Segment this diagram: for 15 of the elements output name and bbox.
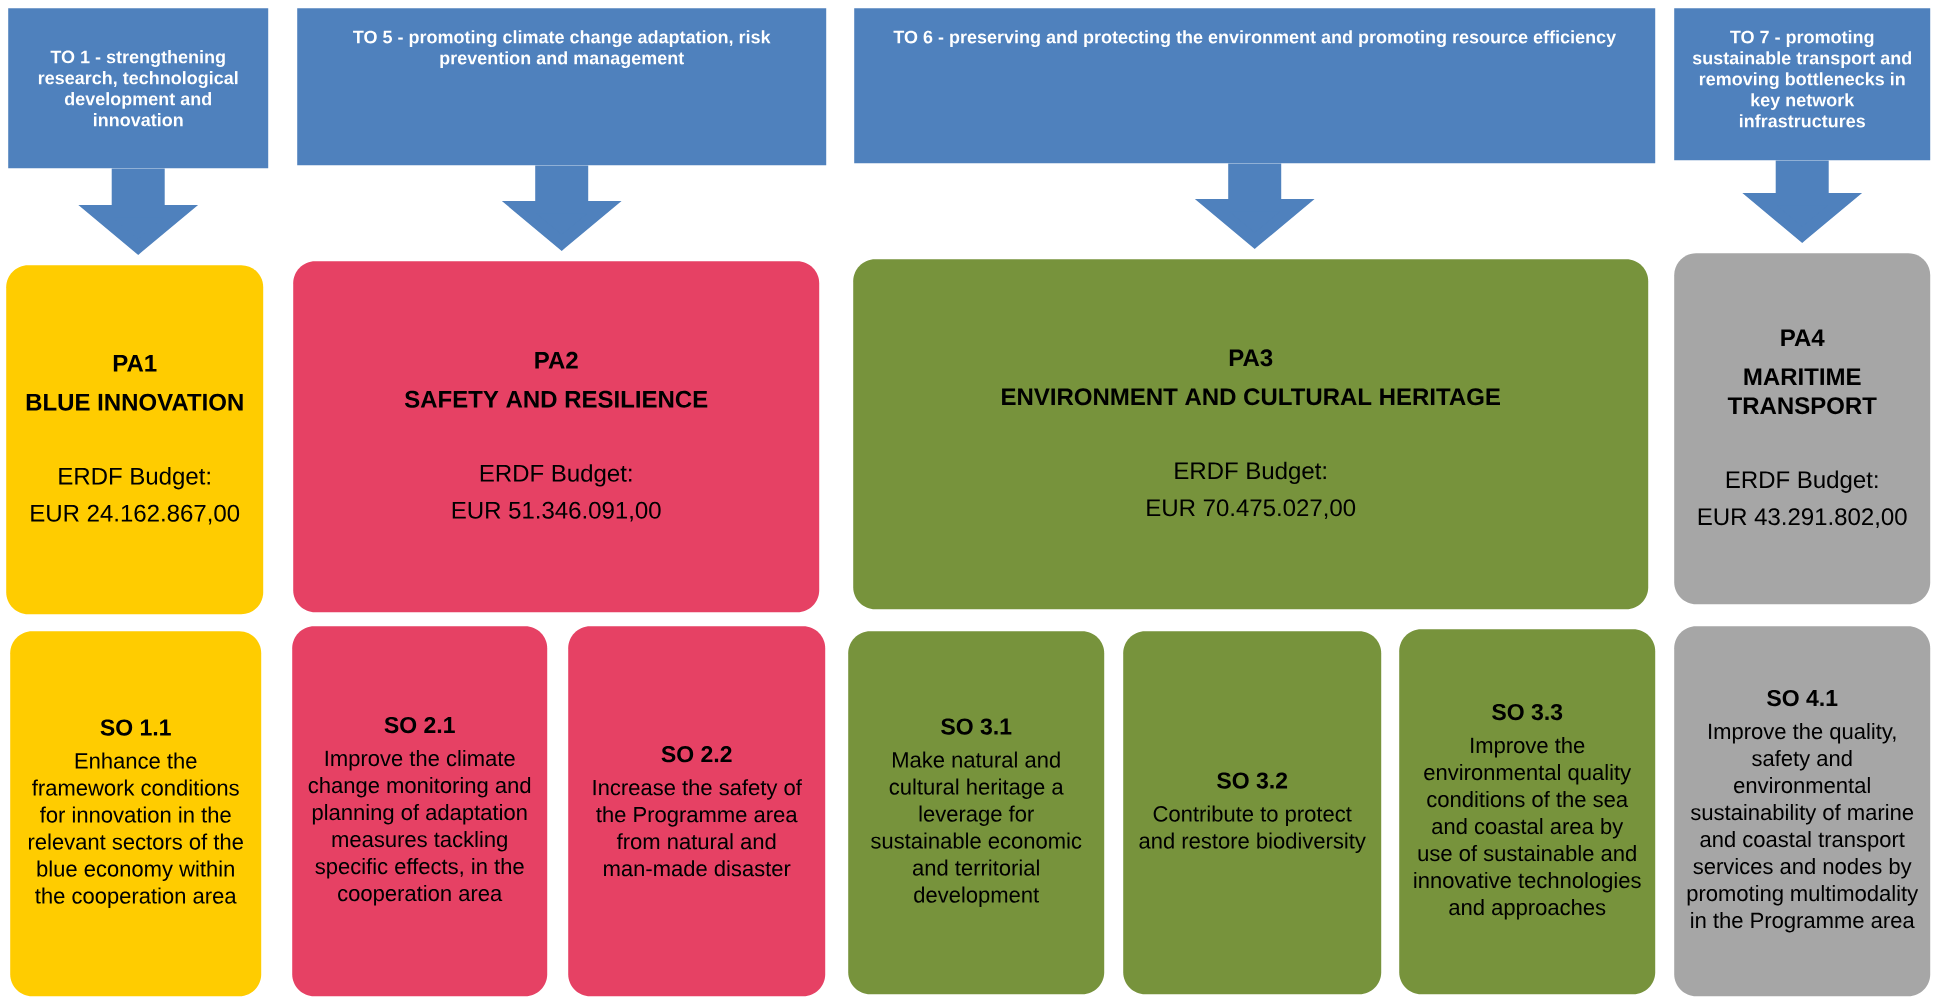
objective-box: SO 2.1 Improve the climate change monitoring and planning of adaptation measures tackling specific effects, in the cooperation area xyxy=(292,626,548,997)
header-box: TO 7 - promoting sustainable transport and removing bottlenecks in key network infrastructures xyxy=(1674,8,1931,161)
header-box: TO 5 - promoting climate change adaptation, risk prevention and management xyxy=(297,8,827,166)
objective-box: SO 4.1 Improve the quality, safety and environmental sustainability of marine and coastal transport services and nodes by promoting multimodality in the Programme area xyxy=(1674,626,1931,997)
objective-box: SO 3.2 Contribute to protect and restore biodiversity xyxy=(1123,631,1382,995)
objective-box: SO 1.1 Enhance the framework conditions for innovation in the relevant sectors of the blue economy within the cooperation area xyxy=(10,631,262,997)
priority-box: PA4 MARITIME TRANSPORT ERDF Budget: EUR 43.291.802,00 xyxy=(1674,253,1931,605)
priority-box: PA1 BLUE INNOVATION ERDF Budget: EUR 24.162.867,00 xyxy=(6,265,264,615)
objective-box: SO 3.1 Make natural and cultural heritage a leverage for sustainable economic and territorial development xyxy=(848,631,1105,995)
priority-box: PA2 SAFETY AND RESILIENCE ERDF Budget: EUR 51.346.091,00 xyxy=(293,261,820,613)
priority-box: PA3 ENVIRONMENT AND CULTURAL HERITAGE ERDF Budget: EUR 70.475.027,00 xyxy=(853,259,1649,610)
header-box: TO 1 - strengthening research, technological development and innovation xyxy=(8,8,269,169)
objective-box: SO 3.3 Improve the environmental quality conditions of the sea and coastal area by use of sustainable and innovative technologies and approaches xyxy=(1399,629,1656,995)
objective-box: SO 2.2 Increase the safety of the Programme area from natural and man-made disaster xyxy=(568,626,826,997)
header-box: TO 6 - preserving and protecting the environment and promoting resource efficiency xyxy=(854,8,1656,164)
